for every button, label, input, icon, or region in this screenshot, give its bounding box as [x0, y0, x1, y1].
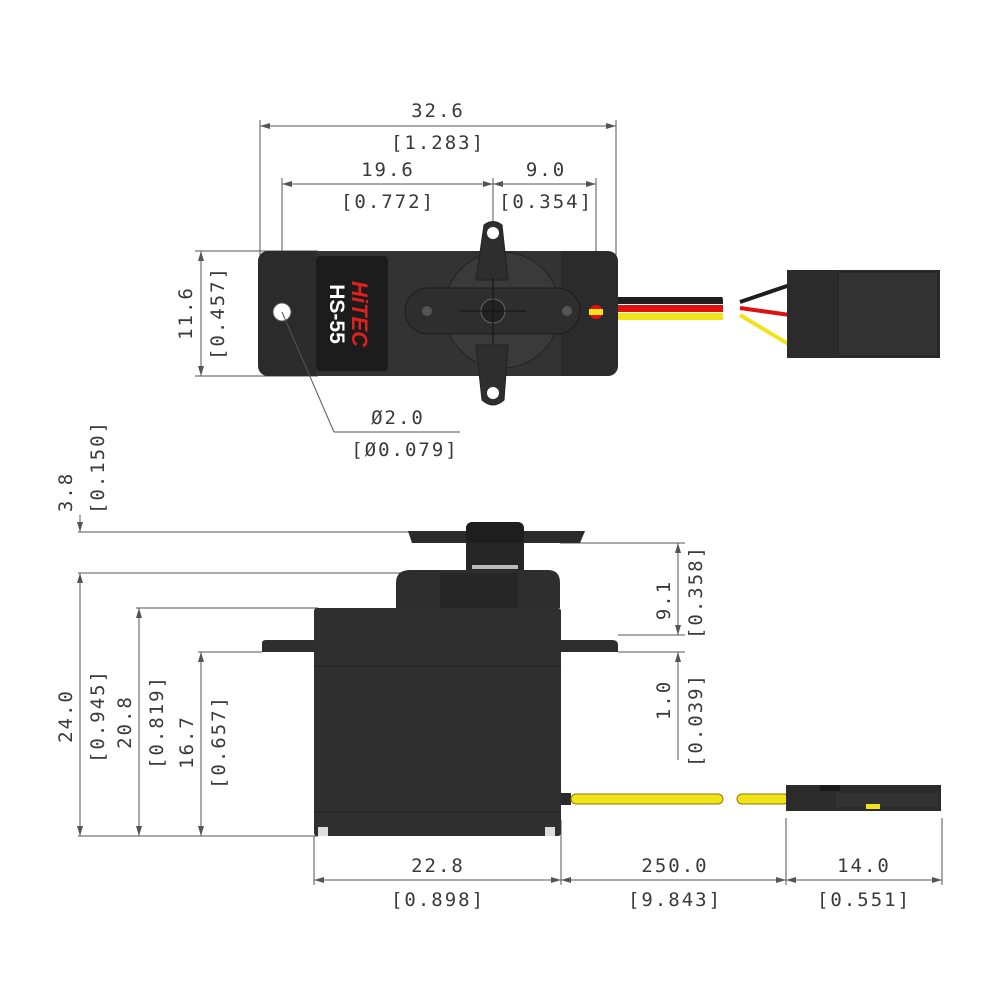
hole-diameter-in: [Ø0.079] [351, 439, 459, 461]
body-depth-mm: 11.6 [175, 286, 197, 340]
flange-thickness-mm: 1.0 [653, 680, 675, 720]
shaft-offset-in: [0.354] [499, 191, 593, 213]
flange-height-in: [0.657] [208, 695, 230, 789]
total-height-mm: 24.0 [55, 689, 77, 743]
label-panel [316, 256, 388, 371]
shaft-offset-mm: 9.0 [526, 159, 566, 181]
dim-total-height: 24.0 [0.945] [55, 573, 109, 836]
top-view: 32.6 [1.283] 19.6 [0.772] 9.0 [0.354] 11… [175, 100, 940, 461]
body-width-in: [0.898] [391, 889, 485, 911]
shaft-height-in: [0.358] [685, 545, 707, 639]
shaft-height-mm: 9.1 [653, 580, 675, 620]
overall-width-mm: 32.6 [411, 100, 465, 122]
connector-top [787, 270, 940, 358]
mount-spacing-mm: 19.6 [361, 159, 415, 181]
flange-thickness-in: [0.039] [685, 673, 707, 767]
body-width-mm: 22.8 [411, 855, 465, 877]
connector-side [786, 785, 941, 811]
overall-width-in: [1.283] [391, 132, 485, 154]
dim-shaft-height: 9.1 [0.358] [653, 543, 707, 639]
servo-wire-side [561, 793, 790, 805]
wire-length-mm: 250.0 [641, 855, 708, 877]
flange-height-mm: 16.7 [176, 715, 198, 769]
brand-label: HiTEC [347, 281, 372, 348]
horn-thickness-mm: 3.8 [55, 472, 77, 512]
connector-length-mm: 14.0 [837, 855, 891, 877]
total-height-in: [0.945] [87, 669, 109, 763]
hole-diameter-mm: Ø2.0 [371, 407, 425, 429]
body-depth-in: [0.457] [207, 266, 229, 360]
dim-flange-thickness: 1.0 [0.039] [653, 652, 707, 767]
servo-case-side [314, 608, 561, 836]
case-height-mm: 20.8 [114, 695, 136, 749]
model-label: HS-55 [325, 284, 348, 344]
horn-thickness-in: [0.150] [87, 420, 109, 514]
dim-mount-spacing: 19.6 [0.772] [282, 159, 493, 213]
dim-connector-length: 14.0 [0.551] [786, 855, 942, 911]
wire-length-in: [9.843] [628, 889, 722, 911]
dim-horn-thickness: 3.8 [0.150] [55, 420, 109, 532]
case-height-in: [0.819] [146, 675, 168, 769]
dim-body-depth: 11.6 [0.457] [175, 251, 229, 376]
dim-flange-height: 16.7 [0.657] [176, 652, 230, 836]
servo-wires-top [618, 283, 792, 347]
dim-shaft-offset: 9.0 [0.354] [493, 159, 596, 213]
dim-wire-length: 250.0 [9.843] [561, 855, 786, 911]
connector-length-in: [0.551] [817, 889, 911, 911]
dim-overall-width: 32.6 [1.283] [260, 100, 616, 154]
side-view: 3.8 [0.150] 24.0 [0.945] 20.8 [0.819] 16… [55, 420, 943, 911]
dim-case-height: 20.8 [0.819] [114, 608, 168, 836]
dim-body-width: 22.8 [0.898] [314, 855, 561, 911]
mount-spacing-in: [0.772] [341, 191, 435, 213]
